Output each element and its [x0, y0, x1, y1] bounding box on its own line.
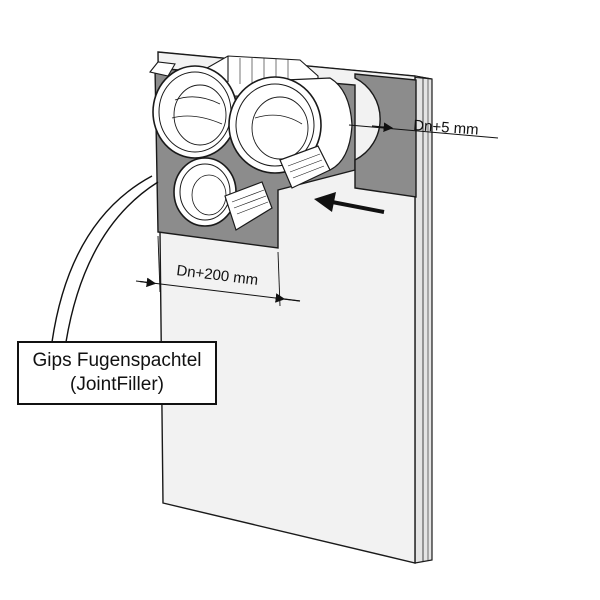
- callout-line-2: (JointFiller): [70, 374, 164, 395]
- callout-joint-filler: Gips Fugenspachtel (JointFiller): [17, 341, 217, 405]
- callout-line-1: Gips Fugenspachtel: [32, 350, 202, 371]
- callout-leader: [51, 175, 159, 343]
- duct-ring-top-right: [228, 76, 353, 189]
- duct-ring-bottom: [173, 157, 273, 231]
- arrow-left-icon: [314, 192, 385, 214]
- dimension-small-gap: Dn+5 mm: [348, 117, 499, 139]
- duct-ring-top-left: [152, 65, 238, 159]
- dimension-small-gap-label: Dn+5 mm: [413, 117, 479, 139]
